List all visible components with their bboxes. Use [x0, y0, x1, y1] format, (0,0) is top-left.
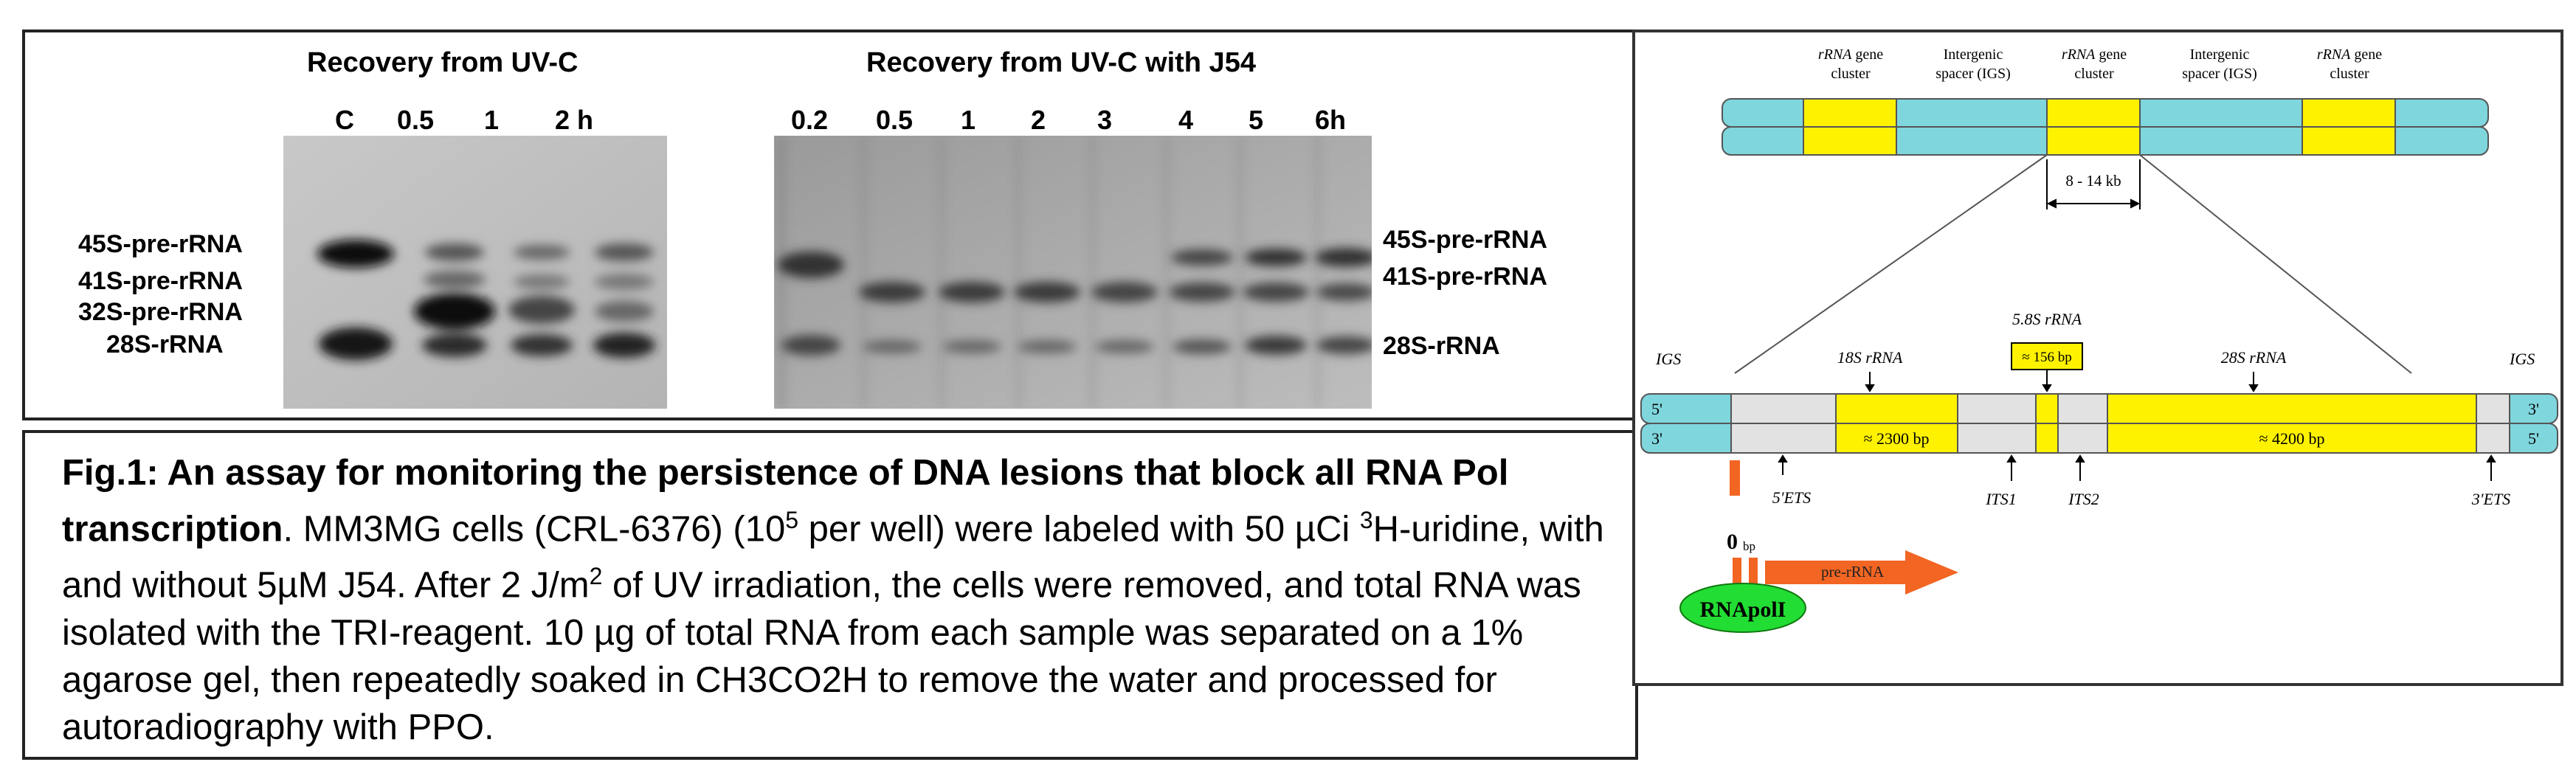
rrna-5-8s-label: 5.8S rRNA [2012, 310, 2082, 328]
lane-label: 4 [1178, 105, 1194, 135]
rrna-28s-label: 28S rRNA [2221, 348, 2287, 367]
rdna-diagram: rRNA gene cluster Intergenic spacer (IGS… [1640, 46, 2558, 633]
top-label: rRNA gene [2062, 46, 2127, 63]
rna-polymerase-label: RNApolI [1700, 597, 1786, 622]
band-label: 45S-pre-rRNA [1383, 226, 1547, 254]
rdna-unit [1640, 393, 2558, 454]
caption-superscript: 3 [1359, 507, 1373, 533]
caption-title: Fig.1: An assay for monitoring the persi… [62, 453, 1509, 550]
top-label: Intergenic [1944, 46, 2003, 63]
rrna-28s-size: ≈ 4200 bp [2259, 429, 2324, 448]
zoom-lines [1734, 154, 2412, 374]
rrna-18s-label: 18S rRNA [1837, 348, 1903, 367]
strand-end-label: 3' [2528, 400, 2539, 418]
top-label: cluster [2074, 66, 2114, 82]
rdna-diagram-panel: rRNA gene cluster Intergenic spacer (IGS… [1632, 30, 2563, 686]
ets5-label: 5'ETS [1772, 488, 1811, 507]
top-label: Intergenic [2190, 46, 2250, 63]
gel-right-image [774, 136, 1372, 409]
lane-label: 3 [1097, 105, 1113, 135]
lane-label: 6h [1315, 105, 1347, 135]
lane-label: 1 [961, 105, 976, 135]
band-label: 41S-pre-rRNA [78, 267, 243, 295]
bp-unit-label: bp [1743, 539, 1755, 553]
its1-label: ITS1 [1985, 490, 2017, 508]
rna-polymerase-1 [1679, 583, 1806, 633]
top-label: cluster [2330, 66, 2369, 82]
pol-marker [1733, 558, 1741, 586]
lane-label: C [335, 105, 354, 135]
gel-left-title: Recovery from UV-C [307, 47, 579, 78]
rrna-18s-size: ≈ 2300 bp [1863, 429, 1929, 448]
chromosome-top [1722, 98, 2489, 156]
caption-text: . MM3MG cells (CRL-6376) (10 [283, 509, 786, 550]
span-bracket [2046, 159, 2141, 209]
lane-label: 1 [484, 105, 500, 135]
top-label: rRNA gene [2317, 46, 2382, 63]
figure-caption-box: Fig.1: An assay for monitoring the persi… [22, 430, 1638, 760]
span-label: 8 - 14 kb [2065, 172, 2121, 190]
start-position-label: 0 [1727, 530, 1738, 554]
gel-left-image [283, 136, 667, 409]
pol-marker [1749, 558, 1758, 586]
band-label: 28S-rRNA [106, 330, 224, 358]
band-label: 32S-pre-rRNA [78, 298, 243, 326]
lane-label: 0.2 [791, 105, 829, 135]
rrna-5-8s-size: ≈ 156 bp [2022, 350, 2071, 365]
caption-text: per well) were labeled with 50 µCi [798, 509, 1360, 550]
band-label: 45S-pre-rRNA [78, 230, 243, 258]
gel-right-title: Recovery from UV-C with J54 [866, 47, 1256, 78]
top-label: cluster [1831, 66, 1871, 82]
caption-superscript: 2 [589, 563, 603, 590]
lane-label: 0.5 [876, 105, 914, 135]
ets3-label: 3'ETS [2471, 490, 2510, 508]
igs-right-label: IGS [2509, 350, 2535, 368]
strand-end-label: 5' [2528, 429, 2539, 448]
lane-label: 5 [1249, 105, 1264, 135]
strand-end-label: 5' [1651, 400, 1662, 418]
caption-superscript: 5 [785, 507, 798, 533]
top-label: spacer (IGS) [1936, 66, 2011, 82]
figure-caption: Fig.1: An assay for monitoring the persi… [62, 449, 1619, 751]
lane-label: 2 h [555, 105, 594, 135]
transcription-start-marker [1730, 460, 1740, 496]
top-label: rRNA gene [1818, 46, 1883, 63]
igs-left-label: IGS [1655, 350, 1681, 368]
band-label: 28S-rRNA [1383, 332, 1500, 360]
rrna-5-8s-size-box [2011, 342, 2083, 370]
lane-label: 2 [1031, 105, 1046, 135]
strand-end-label: 3' [1651, 429, 1662, 448]
pre-rrna-label: pre-rRNA [1821, 563, 1885, 581]
band-label: 41S-pre-rRNA [1383, 263, 1547, 291]
lane-label: 0.5 [397, 105, 435, 135]
gel-panel: Recovery from UV-C C 0.5 1 2 h 45S-pre-r… [22, 30, 1638, 420]
caption-text: H-uridine, with and without 5µM J54. Aft… [62, 509, 1604, 606]
its2-label: ITS2 [2068, 490, 2099, 508]
top-label: spacer (IGS) [2182, 66, 2257, 82]
caption-text: of UV irradiation, the cells were remove… [62, 565, 1581, 747]
pre-rrna-arrow [1765, 550, 1958, 595]
